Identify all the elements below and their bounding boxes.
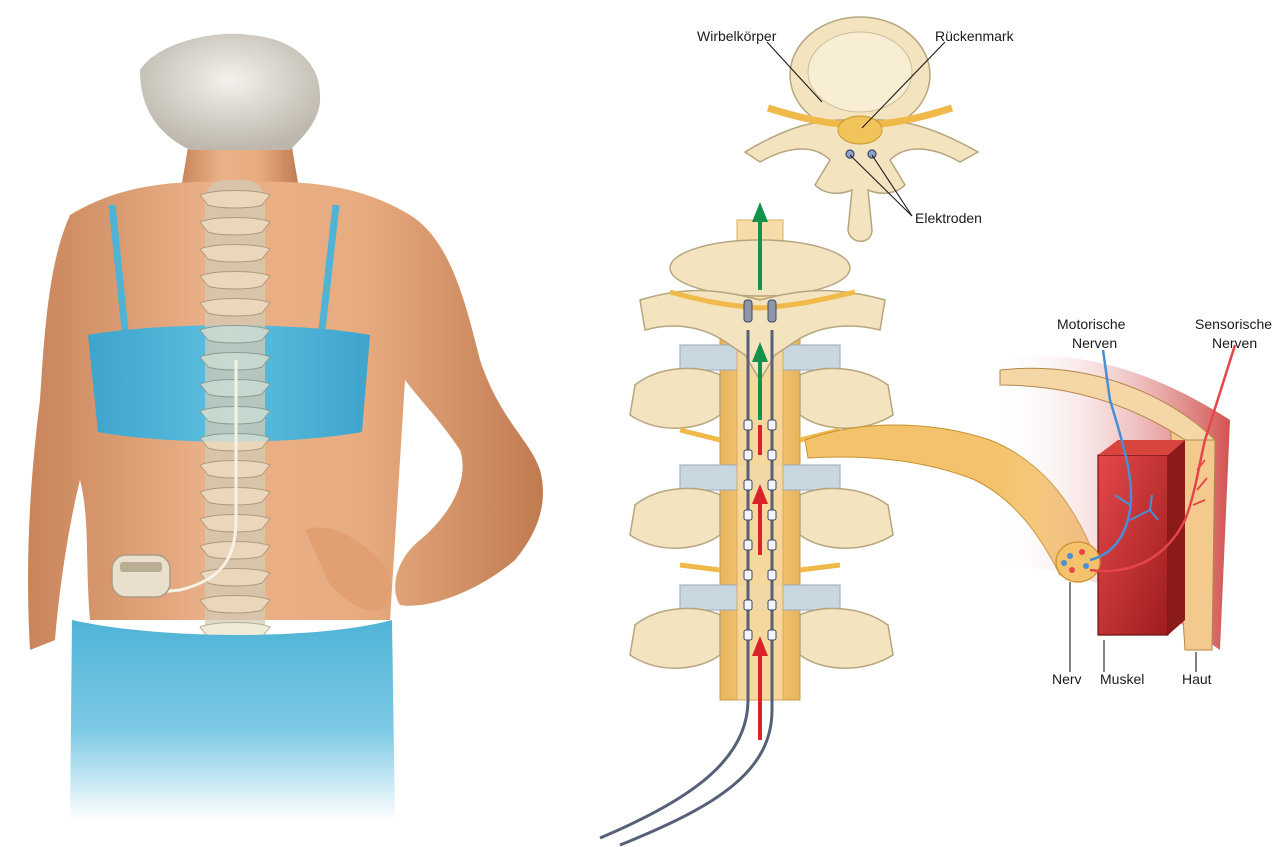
electrode-contact	[768, 630, 776, 640]
spinal-column	[600, 220, 893, 845]
label-spinal-cord: Rückenmark	[935, 28, 1015, 44]
electrode-contact	[744, 420, 752, 430]
label-vertebral-body: Wirbelkörper	[697, 28, 777, 44]
patient-vertebra	[200, 191, 270, 209]
electrode-contact	[768, 450, 776, 460]
vertebra-cross-section	[745, 17, 978, 241]
patient-vertebra	[200, 272, 270, 290]
patient-vertebra	[200, 245, 270, 263]
electrode-contact	[768, 570, 776, 580]
label-motor-nerves-2: Nerven	[1072, 335, 1117, 351]
label-electrodes: Elektroden	[915, 210, 982, 226]
patient-vertebra	[200, 326, 270, 344]
label-motor-nerves-1: Motorische	[1057, 316, 1126, 332]
patient-vertebra	[200, 596, 270, 614]
label-sensory-nerves-2: Nerven	[1212, 335, 1257, 351]
patient-vertebra	[200, 218, 270, 236]
electrode-contact	[768, 600, 776, 610]
implanted-pulse-generator	[112, 555, 170, 597]
electrode-contact	[744, 570, 752, 580]
label-muscle: Muskel	[1100, 671, 1144, 687]
electrode-contact	[744, 630, 752, 640]
electrode-contact	[768, 540, 776, 550]
electrode-contact	[744, 600, 752, 610]
tissue-section	[995, 345, 1235, 650]
electrode-contact	[744, 510, 752, 520]
label-skin: Haut	[1182, 671, 1212, 687]
electrode-contact	[744, 450, 752, 460]
patient-back-figure	[28, 34, 543, 820]
electrode-contact	[768, 510, 776, 520]
label-nerve: Nerv	[1052, 671, 1082, 687]
electrode-contact	[744, 480, 752, 490]
patient-vertebra	[200, 542, 270, 560]
patient-vertebra	[200, 299, 270, 317]
label-sensory-nerves-1: Sensorische	[1195, 316, 1272, 332]
electrode-contact	[768, 420, 776, 430]
electrode-contact	[768, 480, 776, 490]
electrode-contact	[744, 540, 752, 550]
